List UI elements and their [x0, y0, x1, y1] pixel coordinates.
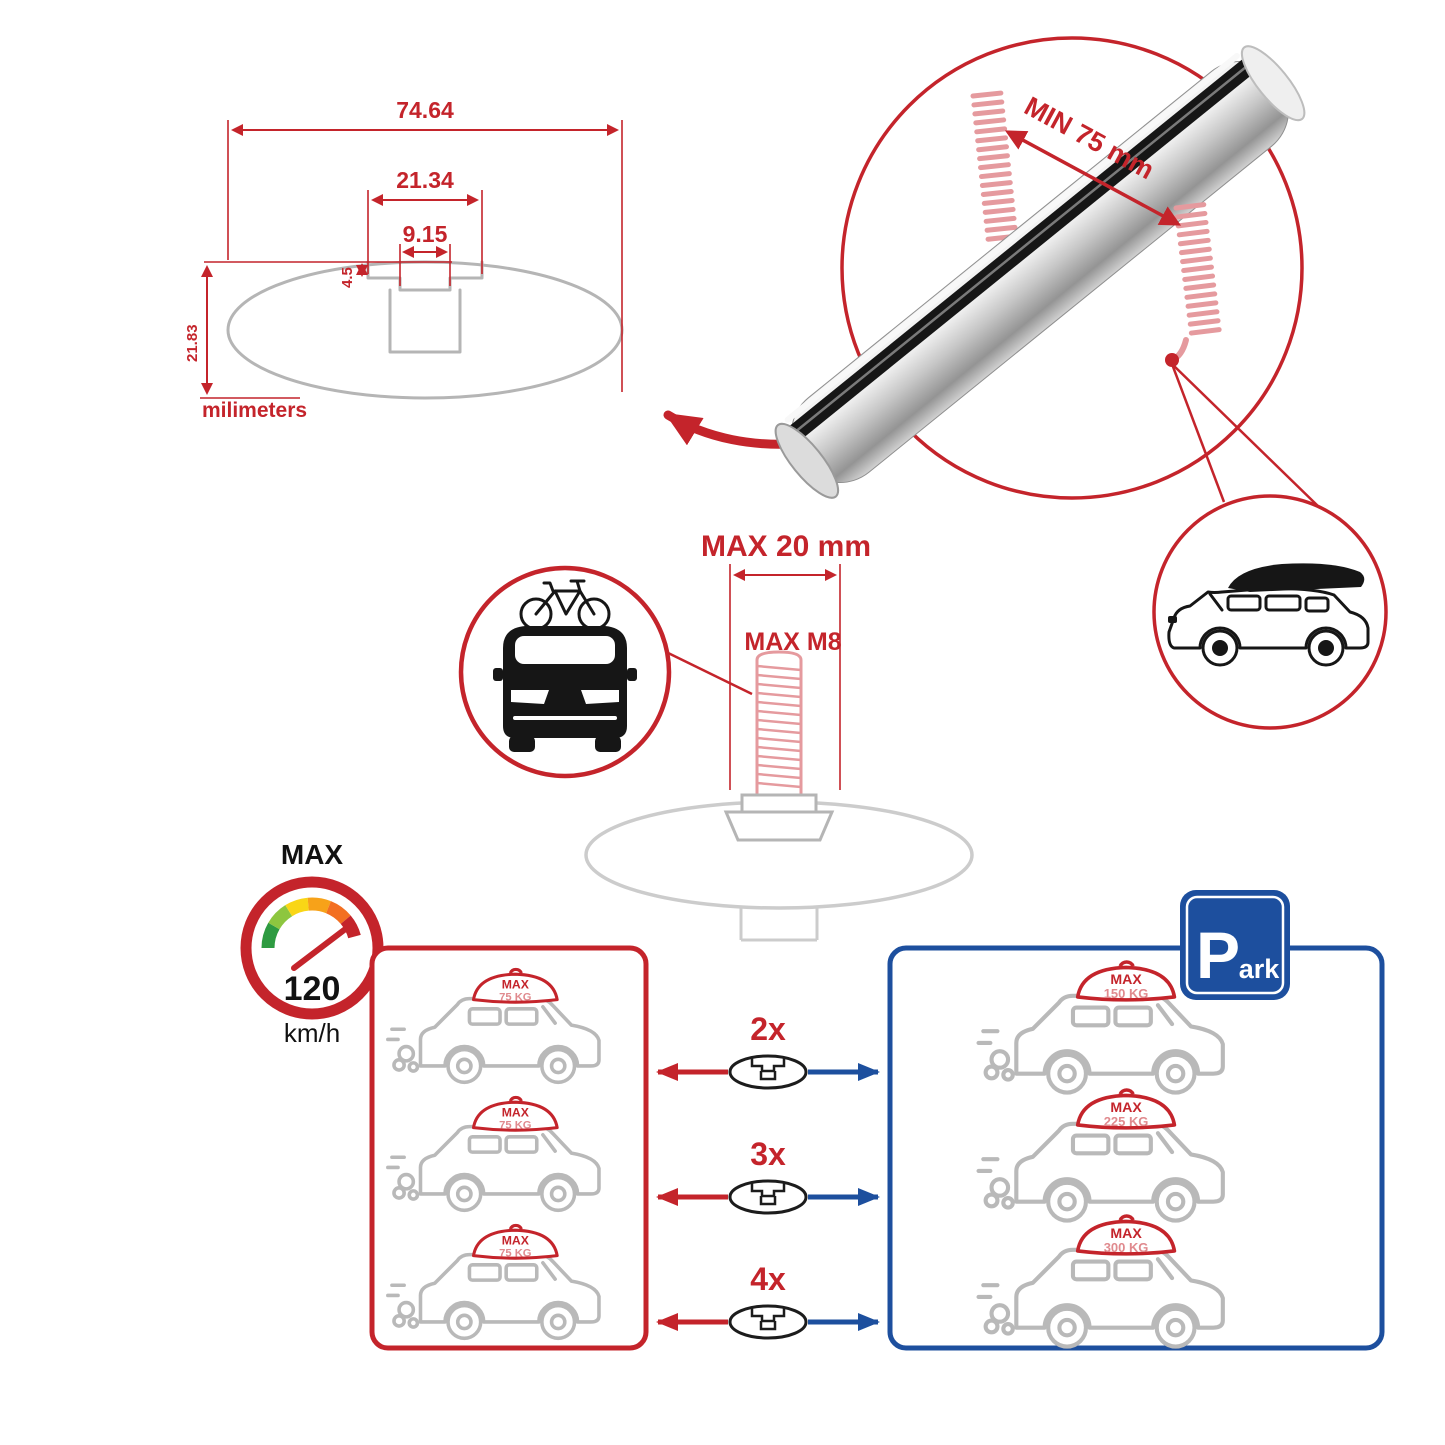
- clamp-strap-rear: [970, 90, 1019, 242]
- bag-max-label: MAX: [1110, 972, 1142, 988]
- bike-car-circle: [458, 565, 753, 779]
- bag-max-label: MAX: [502, 1105, 530, 1119]
- gauge-arc-segments: [261, 897, 361, 949]
- dim-channel-width-label: 21.34: [396, 167, 454, 193]
- bag-load-label: 225 KG: [1104, 1114, 1149, 1129]
- panel-car: MAX 75 KG: [386, 1095, 601, 1213]
- bar-count-row: 4x: [656, 1261, 880, 1340]
- car-mirror-left: [493, 668, 503, 681]
- car-mirror-right: [627, 668, 637, 681]
- speed-gauge: MAX 120 km/h: [240, 839, 384, 1048]
- ghost-channel: [739, 906, 819, 942]
- suv-window: [1226, 594, 1262, 612]
- suv-roofbox-art: [1167, 563, 1370, 667]
- suv-wheel: [1307, 629, 1345, 667]
- dim-slot-width-label: 9.15: [403, 221, 448, 247]
- circle-leader-line: [661, 648, 753, 696]
- car-headlight-left: [511, 690, 549, 704]
- dim-bar-height-label: 21.83: [184, 324, 201, 362]
- speed-value: 120: [284, 970, 341, 1008]
- panel-car: MAX 75 KG: [386, 967, 601, 1085]
- multiplier-label: 4x: [750, 1261, 786, 1297]
- park-sign-suffix: ark: [1239, 954, 1281, 984]
- clamp-distance-arrow: [1004, 130, 1182, 226]
- bag-load-label: 150 KG: [1104, 986, 1149, 1001]
- blue-panel-outline: [887, 945, 1385, 1351]
- car-windshield: [515, 636, 615, 664]
- car-front-art: [493, 626, 637, 752]
- callout-line: [1171, 363, 1321, 509]
- park-sign: P ark: [1180, 890, 1290, 1000]
- dim-total-width-label: 74.64: [396, 97, 454, 123]
- crossbar-end-cap-right: [1240, 45, 1306, 122]
- parked-load-panel: MAX 150 KG MAX 225 KG MAX 300 KG P ark: [887, 890, 1385, 1351]
- bar-count-column: 2x 3x 4x: [656, 1011, 880, 1340]
- callout-line: [1170, 363, 1226, 503]
- bag-max-label: MAX: [1110, 1226, 1142, 1242]
- panel-car: MAX 150 KG: [979, 962, 1223, 1093]
- dim-slot-depth-label: 4.5: [339, 267, 356, 288]
- bar-count-row: 2x: [656, 1011, 880, 1090]
- suv-circle-outline: [1152, 494, 1388, 730]
- bag-load-label: 75 KG: [499, 1120, 532, 1132]
- dimension-diagram: 74.64 21.34 9.15 4.5 21.83 milimeters: [184, 97, 624, 422]
- park-sign-plate: [1180, 890, 1290, 1000]
- suv-wheel: [1201, 629, 1239, 667]
- multiplier-label: 3x: [750, 1136, 786, 1172]
- suv-wheel-hub: [1318, 640, 1334, 656]
- bag-load-label: 75 KG: [499, 1248, 532, 1260]
- clamp-strap-front: [1173, 202, 1222, 336]
- suv-wheel-hub: [1212, 640, 1228, 656]
- suv-window: [1304, 596, 1330, 613]
- t-slot-profile: [366, 260, 484, 292]
- threaded-stud: [723, 650, 835, 842]
- park-sign-letter: P: [1196, 918, 1240, 992]
- panel-car: MAX 300 KG: [979, 1216, 1223, 1347]
- bag-max-label: MAX: [1110, 1100, 1142, 1116]
- park-sign-inner-border: [1185, 895, 1285, 995]
- bag-load-label: 300 KG: [1104, 1240, 1149, 1255]
- channel-box-profile: [388, 288, 462, 354]
- suv-windshield: [1208, 592, 1224, 612]
- suv-roofbox-circle: [1152, 494, 1388, 730]
- panel-car: MAX 225 KG: [979, 1090, 1223, 1221]
- roof-box: [1228, 563, 1365, 592]
- suv-headlight: [1168, 616, 1177, 623]
- car-headlight-right: [581, 690, 619, 704]
- bolt-diagram: MAX 20 mm MAX M8: [458, 530, 974, 942]
- gauge-needle: [291, 921, 355, 971]
- stud-threads: [756, 664, 802, 789]
- car-wheel-right: [595, 736, 621, 752]
- bar-cross-section-outline: [226, 260, 624, 400]
- panel-car: MAX 75 KG: [386, 1223, 601, 1341]
- bag-max-label: MAX: [502, 1233, 530, 1247]
- t-nut-plate: [740, 793, 818, 814]
- car-wheel-left: [509, 736, 535, 752]
- speed-units: km/h: [284, 1018, 340, 1048]
- bar-count-row: 3x: [656, 1136, 880, 1215]
- speed-max-label: MAX: [281, 839, 344, 870]
- callout-dot: [1165, 353, 1179, 367]
- driving-load-panel: MAX 75 KG MAX 75 KG MAX 75 KG: [369, 945, 649, 1351]
- suv-window: [1264, 594, 1302, 612]
- units-label: milimeters: [202, 399, 307, 422]
- crossbar-detail-circle: MIN 75 mm: [774, 36, 1321, 509]
- bag-max-label: MAX: [502, 977, 530, 991]
- t-nut-base: [723, 810, 835, 842]
- bolt-max-thread-label: MAX M8: [744, 628, 841, 656]
- red-panel-outline: [369, 945, 649, 1351]
- multiplier-label: 2x: [750, 1011, 786, 1047]
- car-bumper-line: [513, 716, 617, 720]
- suv-body: [1167, 587, 1370, 650]
- bolt-max-length-label: MAX 20 mm: [701, 530, 871, 563]
- bag-load-label: 75 KG: [499, 992, 532, 1004]
- crossbar-end-cap-left: [774, 422, 840, 499]
